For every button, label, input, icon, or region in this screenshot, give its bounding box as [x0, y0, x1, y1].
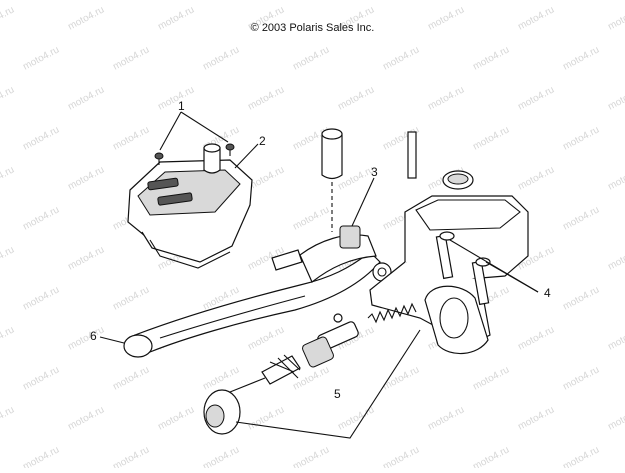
watermark-text: moto4.ru	[561, 364, 601, 392]
watermark-text: moto4.ru	[606, 84, 625, 112]
watermark-text: moto4.ru	[21, 124, 61, 152]
watermark-text: moto4.ru	[156, 84, 196, 112]
watermark-text: moto4.ru	[381, 44, 421, 72]
reservoir-cover	[127, 143, 253, 269]
watermark-text: moto4.ru	[0, 164, 16, 192]
watermark-text: moto4.ru	[381, 444, 421, 468]
watermark-text: moto4.ru	[606, 244, 625, 272]
watermark-text: moto4.ru	[111, 284, 151, 312]
callout-6: 6	[90, 329, 97, 343]
watermark-text: moto4.ru	[246, 84, 286, 112]
callout-5: 5	[334, 387, 341, 401]
pivot-pin-assembly	[321, 128, 417, 282]
watermark-text: moto4.ru	[426, 84, 466, 112]
watermark-text: moto4.ru	[246, 324, 286, 352]
watermark-text: moto4.ru	[111, 364, 151, 392]
watermark-text: moto4.ru	[201, 44, 241, 72]
watermark-text: moto4.ru	[471, 444, 511, 468]
watermark-text: moto4.ru	[291, 204, 331, 232]
watermark-text: moto4.ru	[561, 284, 601, 312]
watermark-text: moto4.ru	[66, 324, 106, 352]
watermark-text: moto4.ru	[516, 84, 556, 112]
watermark-text: moto4.ru	[156, 404, 196, 432]
watermark-text: moto4.ru	[606, 324, 625, 352]
watermark-text: moto4.ru	[201, 444, 241, 468]
watermark-text: moto4.ru	[66, 244, 106, 272]
watermark-text: moto4.ru	[66, 164, 106, 192]
watermark-text: moto4.ru	[471, 124, 511, 152]
watermark-text: moto4.ru	[111, 124, 151, 152]
watermark-text: moto4.ru	[201, 364, 241, 392]
callout-2: 2	[259, 134, 266, 148]
master-cylinder-body	[369, 170, 529, 355]
watermark-text: moto4.ru	[516, 404, 556, 432]
watermark-text: moto4.ru	[66, 84, 106, 112]
watermark-text: moto4.ru	[111, 444, 151, 468]
watermark-text: moto4.ru	[606, 404, 625, 432]
callout-labels: 1 2 3 4 5 6	[90, 99, 551, 401]
cover-screws	[154, 143, 235, 165]
piston-kit	[203, 302, 421, 439]
callout-1: 1	[178, 99, 185, 113]
watermark-text: moto4.ru	[381, 364, 421, 392]
watermark-text: moto4.ru	[21, 44, 61, 72]
watermark-text: moto4.ru	[516, 164, 556, 192]
leader-lines	[99, 111, 539, 344]
watermark-text: moto4.ru	[606, 164, 625, 192]
watermark-text: moto4.ru	[291, 44, 331, 72]
watermark-text: moto4.ru	[0, 404, 16, 432]
watermark-text: moto4.ru	[561, 124, 601, 152]
watermark-text: moto4.ru	[426, 404, 466, 432]
watermark-text: moto4.ru	[246, 164, 286, 192]
watermark-text: moto4.ru	[561, 444, 601, 468]
watermark-text: moto4.ru	[66, 404, 106, 432]
watermark-text: moto4.ru	[0, 244, 16, 272]
watermark-text: moto4.ru	[21, 204, 61, 232]
watermark-text: moto4.ru	[561, 44, 601, 72]
watermark-text: moto4.ru	[21, 364, 61, 392]
copyright-text: © 2003 Polaris Sales Inc.	[250, 22, 375, 34]
watermark-text: moto4.ru	[0, 84, 16, 112]
watermark-text: moto4.ru	[111, 44, 151, 72]
callout-4: 4	[544, 286, 551, 300]
watermark-text: moto4.ru	[291, 444, 331, 468]
watermark-text: moto4.ru	[0, 324, 16, 352]
watermark-text: moto4.ru	[336, 84, 376, 112]
watermark-text: moto4.ru	[21, 444, 61, 468]
watermark-text: moto4.ru	[21, 284, 61, 312]
watermark-text: moto4.ru	[471, 44, 511, 72]
watermark-text: moto4.ru	[561, 204, 601, 232]
callout-3: 3	[371, 165, 378, 179]
watermark-text: moto4.ru	[516, 324, 556, 352]
watermark-text: moto4.ru	[471, 364, 511, 392]
